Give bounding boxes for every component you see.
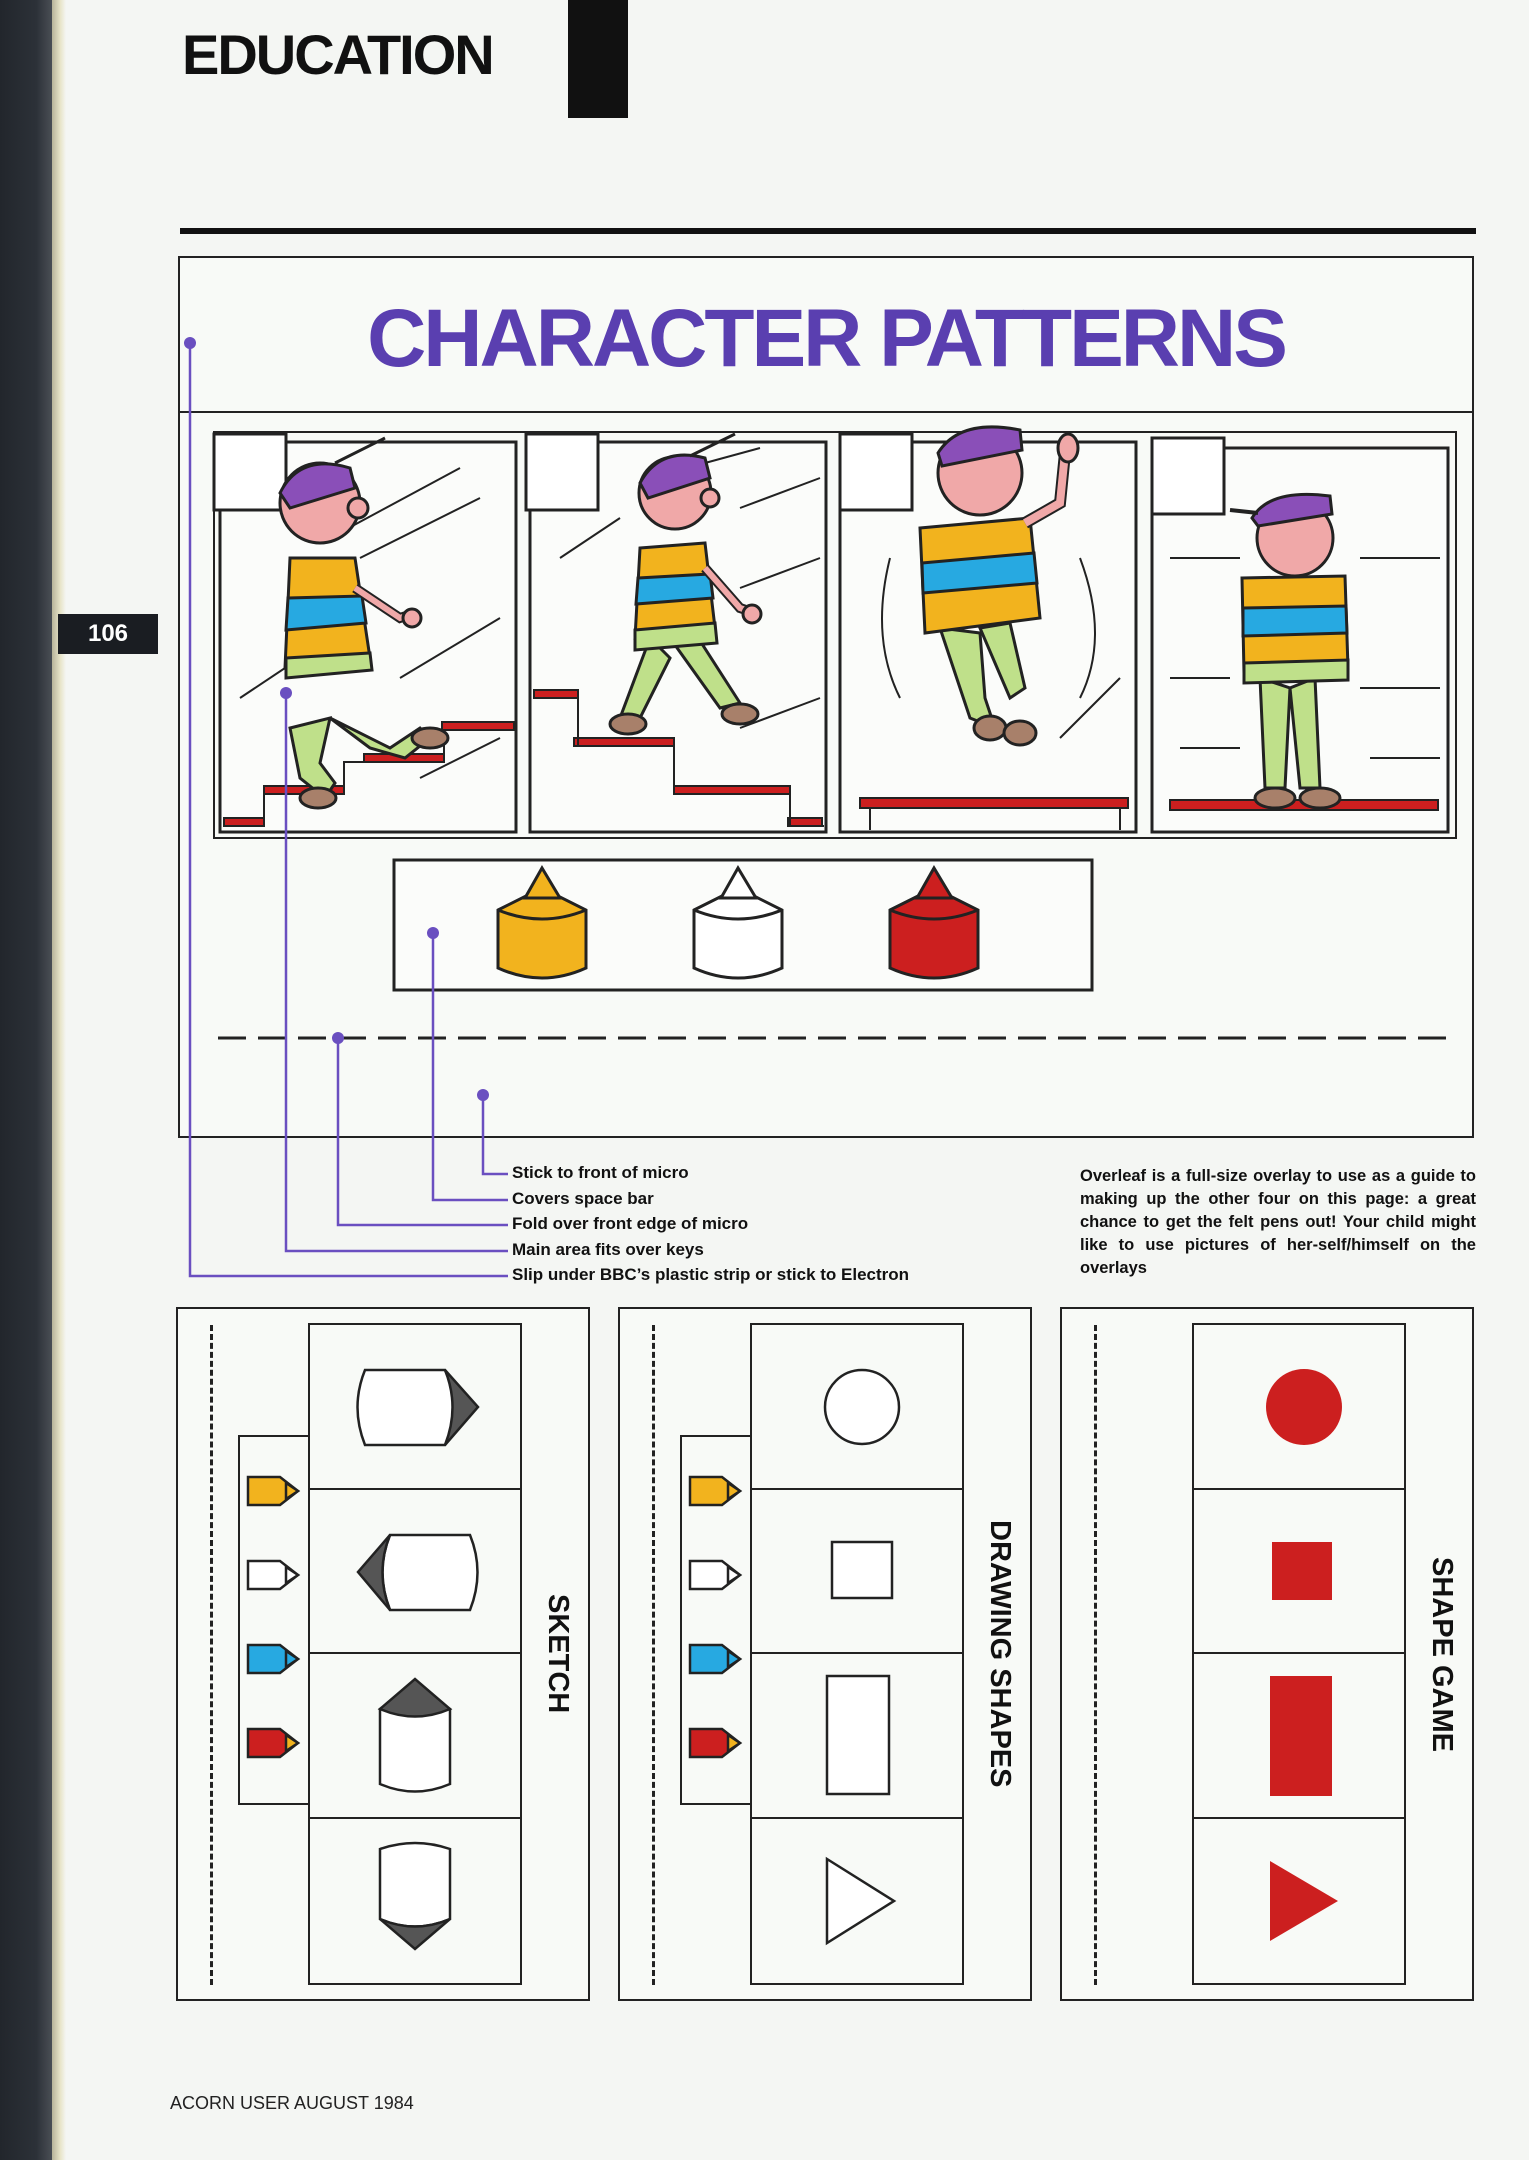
cell (752, 1819, 962, 1984)
page-number-badge: 106 (58, 614, 158, 654)
fold-line (652, 1325, 655, 1985)
cell (752, 1325, 962, 1490)
frame-number-box (212, 432, 288, 512)
footer-credit: ACORN USER AUGUST 1984 (170, 2093, 414, 2113)
cell (1194, 1819, 1404, 1984)
cell (1194, 1325, 1404, 1490)
boy-jumping-3 (918, 425, 1080, 747)
comic-frame-2 (524, 432, 828, 834)
square-outline (830, 1540, 894, 1599)
header-rule (180, 228, 1476, 234)
boy-walking-down-2 (608, 432, 763, 736)
cell (310, 1325, 520, 1490)
cell (310, 1490, 520, 1654)
comic-frame-4 (1150, 436, 1450, 834)
binding-spine (0, 0, 52, 2160)
pen-column (680, 1435, 750, 1805)
cell (310, 1654, 520, 1819)
panel-artwork (212, 425, 1457, 1040)
legend-list: Stick to front of micro Covers space bar… (512, 1160, 909, 1288)
character-patterns-panel: CHARACTER PATTERNS (178, 256, 1474, 1138)
section-bar (568, 0, 628, 118)
legend-item: Slip under BBC’s plastic strip or stick … (512, 1265, 910, 1284)
frame-number-box (524, 432, 600, 512)
overlay-drawing-shapes: DRAWING SHAPES (618, 1307, 1032, 2001)
cell (752, 1490, 962, 1654)
comic-frame-3 (838, 425, 1138, 834)
boy-standing-4 (1229, 492, 1350, 810)
fold-line (1094, 1325, 1097, 1985)
page-edge (52, 0, 66, 2160)
cell (1194, 1654, 1404, 1819)
frame-number-box (1150, 436, 1226, 516)
pen-column (238, 1435, 308, 1805)
legend-item: Fold over front edge of micro (512, 1214, 749, 1233)
red-circle (1266, 1369, 1342, 1445)
circle-outline (823, 1368, 901, 1446)
overlay-label: DRAWING SHAPES (984, 1520, 1016, 1788)
legend-item: Main area fits over keys (512, 1239, 704, 1259)
comic-frame-1 (212, 432, 518, 834)
panel-title: CHARACTER PATTERNS (367, 293, 1288, 384)
overlay-shape-game: SHAPE GAME (1060, 1307, 1474, 2001)
cell (310, 1819, 520, 1984)
red-triangle (1270, 1860, 1338, 1941)
overlay-label: SHAPE GAME (1426, 1556, 1458, 1752)
overlay-note: Overleaf is a full-size overlay to use a… (1080, 1167, 1476, 1277)
pencil-yellow (496, 865, 588, 980)
legend-item: Covers space bar (512, 1188, 654, 1208)
pencil-white (692, 865, 784, 980)
overlay-sketch: SKETCH (176, 1307, 590, 2001)
triangle-outline (825, 1856, 897, 1945)
shape-cells (1192, 1323, 1406, 1985)
cell (752, 1654, 962, 1819)
rectangle-outline (825, 1674, 891, 1796)
red-square (1272, 1541, 1332, 1600)
pencil-red (888, 865, 980, 980)
shape-cells (750, 1323, 964, 1985)
fold-line (210, 1325, 213, 1985)
shape-cells (308, 1323, 522, 1985)
frame-number-box (838, 432, 914, 512)
cell (1194, 1490, 1404, 1654)
title-rule (180, 411, 1472, 413)
legend-item: Stick to front of micro (512, 1163, 689, 1182)
overlay-label: SKETCH (542, 1594, 574, 1714)
section-label: EDUCATION (182, 23, 495, 86)
red-rectangle (1270, 1676, 1332, 1796)
